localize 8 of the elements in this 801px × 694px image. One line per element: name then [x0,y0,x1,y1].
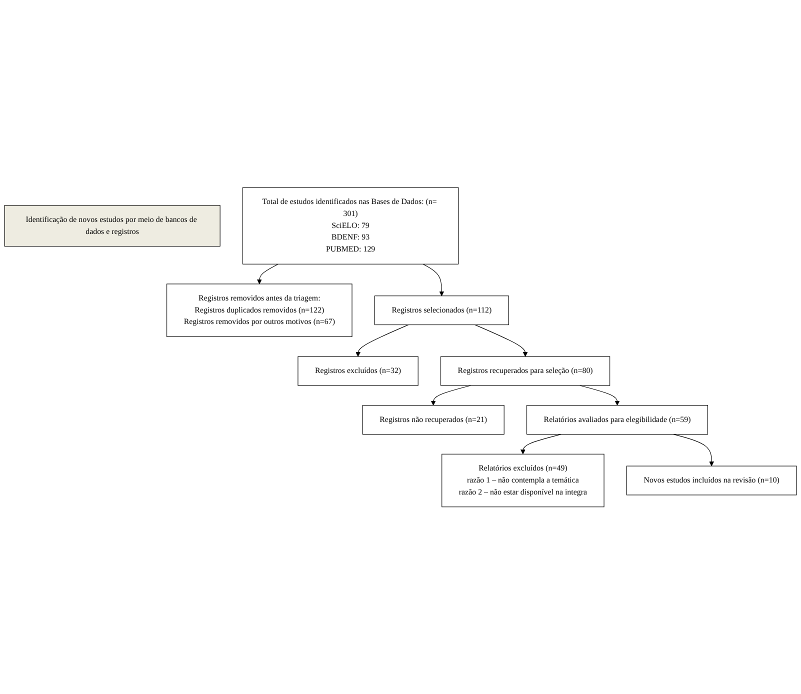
arrow [580,385,620,406]
arrow [474,324,528,357]
arrow [430,385,472,406]
arrow [356,324,409,357]
arrow [256,264,278,284]
arrow [672,434,714,466]
arrow [520,434,562,454]
arrow [422,264,444,296]
